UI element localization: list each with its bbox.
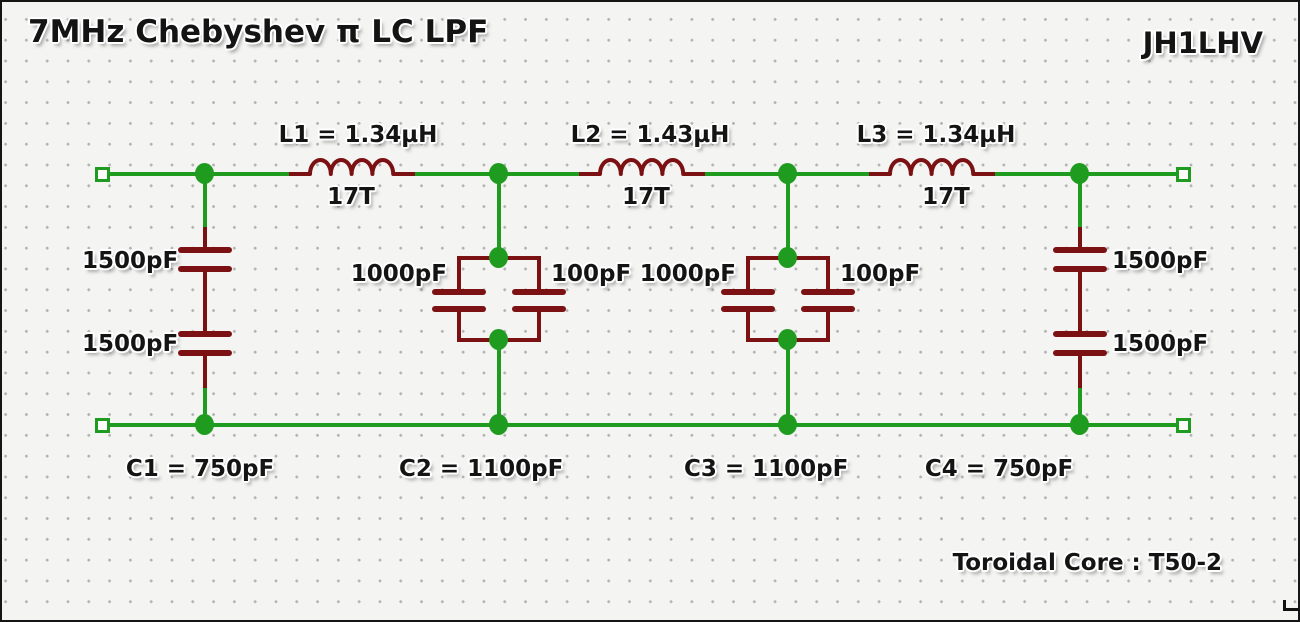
port-output-top <box>1176 167 1191 182</box>
junction-dot <box>1070 163 1089 184</box>
leg1-cap2-lead-bottom <box>203 356 207 388</box>
junction-dot <box>778 414 797 435</box>
leg4-cap2-plate-top <box>1053 331 1107 337</box>
junction-dot <box>778 329 797 350</box>
leg3-left-branch-lower <box>746 312 750 342</box>
callsign: JH1LHV <box>1142 26 1263 60</box>
leg3-capB-plate-bottom <box>801 306 855 312</box>
net-label-C3: C3 = 1100pF <box>684 456 849 482</box>
inductor-L1 <box>289 158 415 176</box>
leg2-capA-plate-top <box>432 289 486 295</box>
inductor-L2-label: L2 = 1.43µH <box>570 122 730 148</box>
port-output-bottom <box>1176 418 1191 433</box>
leg3-capA-plate-top <box>721 289 775 295</box>
leg4-cap1-plate-bottom <box>1053 266 1107 272</box>
leg3-wire-upper <box>786 174 790 258</box>
leg2-right-branch-lower <box>537 312 541 342</box>
junction-dot <box>195 163 214 184</box>
sheet-corner-mark <box>1283 600 1286 611</box>
leg3-capA-plate-bottom <box>721 306 775 312</box>
leg3-left-branch-upper <box>746 256 750 289</box>
leg2-capB-plate-top <box>512 289 566 295</box>
junction-dot <box>195 414 214 435</box>
leg2-capA-value: 1000pF <box>350 261 447 287</box>
leg1-cap1-lead-top <box>203 227 207 249</box>
junction-dot <box>778 163 797 184</box>
junction-dot <box>1070 414 1089 435</box>
leg4-cap2-value: 1500pF <box>1112 331 1209 357</box>
leg3-right-branch-lower <box>826 312 830 342</box>
leg3-capB-plate-top <box>801 289 855 295</box>
net-label-C1: C1 = 750pF <box>125 456 275 482</box>
leg4-cap2-lead-bottom <box>1078 356 1082 388</box>
leg4-cap1-plate-top <box>1053 247 1107 253</box>
leg1-cap2-plate-bottom <box>178 350 232 356</box>
inductor-L1-turns: 17T <box>327 184 375 210</box>
inductor-L2 <box>579 158 705 176</box>
inductor-L3-label: L3 = 1.34µH <box>856 122 1016 148</box>
junction-dot <box>489 414 508 435</box>
leg2-wire-upper <box>497 174 501 258</box>
leg2-capA-plate-bottom <box>432 306 486 312</box>
inductor-L1-label: L1 = 1.34µH <box>278 122 438 148</box>
leg2-capB-plate-bottom <box>512 306 566 312</box>
leg2-left-branch-lower <box>457 312 461 342</box>
schematic-title: 7MHz Chebyshev π LC LPF <box>28 14 489 50</box>
leg3-capA-value: 1000pF <box>639 261 736 287</box>
inductor-L3-turns: 17T <box>922 184 970 210</box>
port-input-bottom <box>95 418 110 433</box>
leg2-right-branch-upper <box>537 256 541 289</box>
leg1-wire-upper <box>203 174 207 227</box>
inductor-L3 <box>869 158 995 176</box>
junction-dot <box>778 247 797 268</box>
leg3-wire-lower <box>786 340 790 425</box>
junction-dot <box>489 163 508 184</box>
net-label-C4: C4 = 750pF <box>924 456 1074 482</box>
leg2-wire-lower <box>497 340 501 425</box>
inductor-L2-turns: 17T <box>622 184 670 210</box>
leg4-wire-upper <box>1078 174 1082 227</box>
leg3-right-branch-upper <box>826 256 830 289</box>
leg1-cap2-plate-top <box>178 331 232 337</box>
leg4-cap2-plate-bottom <box>1053 350 1107 356</box>
leg1-wire-lower <box>203 388 207 425</box>
leg1-cap1-value: 1500pF <box>82 248 179 274</box>
leg1-mid-lead <box>203 272 207 331</box>
leg4-wire-lower <box>1078 388 1082 425</box>
leg1-cap1-plate-bottom <box>178 266 232 272</box>
leg2-capB-value: 100pF <box>551 261 632 287</box>
leg4-mid-lead <box>1078 272 1082 331</box>
sheet-corner-mark <box>1283 608 1298 611</box>
net-label-C2: C2 = 1100pF <box>399 456 564 482</box>
leg4-cap1-lead-top <box>1078 227 1082 249</box>
leg1-cap1-plate-top <box>178 247 232 253</box>
junction-dot <box>489 329 508 350</box>
leg4-cap1-value: 1500pF <box>1112 248 1209 274</box>
core-note: Toroidal Core : T50-2 <box>952 550 1222 576</box>
bottom-rail <box>109 423 1179 427</box>
leg3-capB-value: 100pF <box>840 261 921 287</box>
leg1-cap2-value: 1500pF <box>82 331 179 357</box>
junction-dot <box>489 247 508 268</box>
leg2-left-branch-upper <box>457 256 461 289</box>
port-input-top <box>95 167 110 182</box>
